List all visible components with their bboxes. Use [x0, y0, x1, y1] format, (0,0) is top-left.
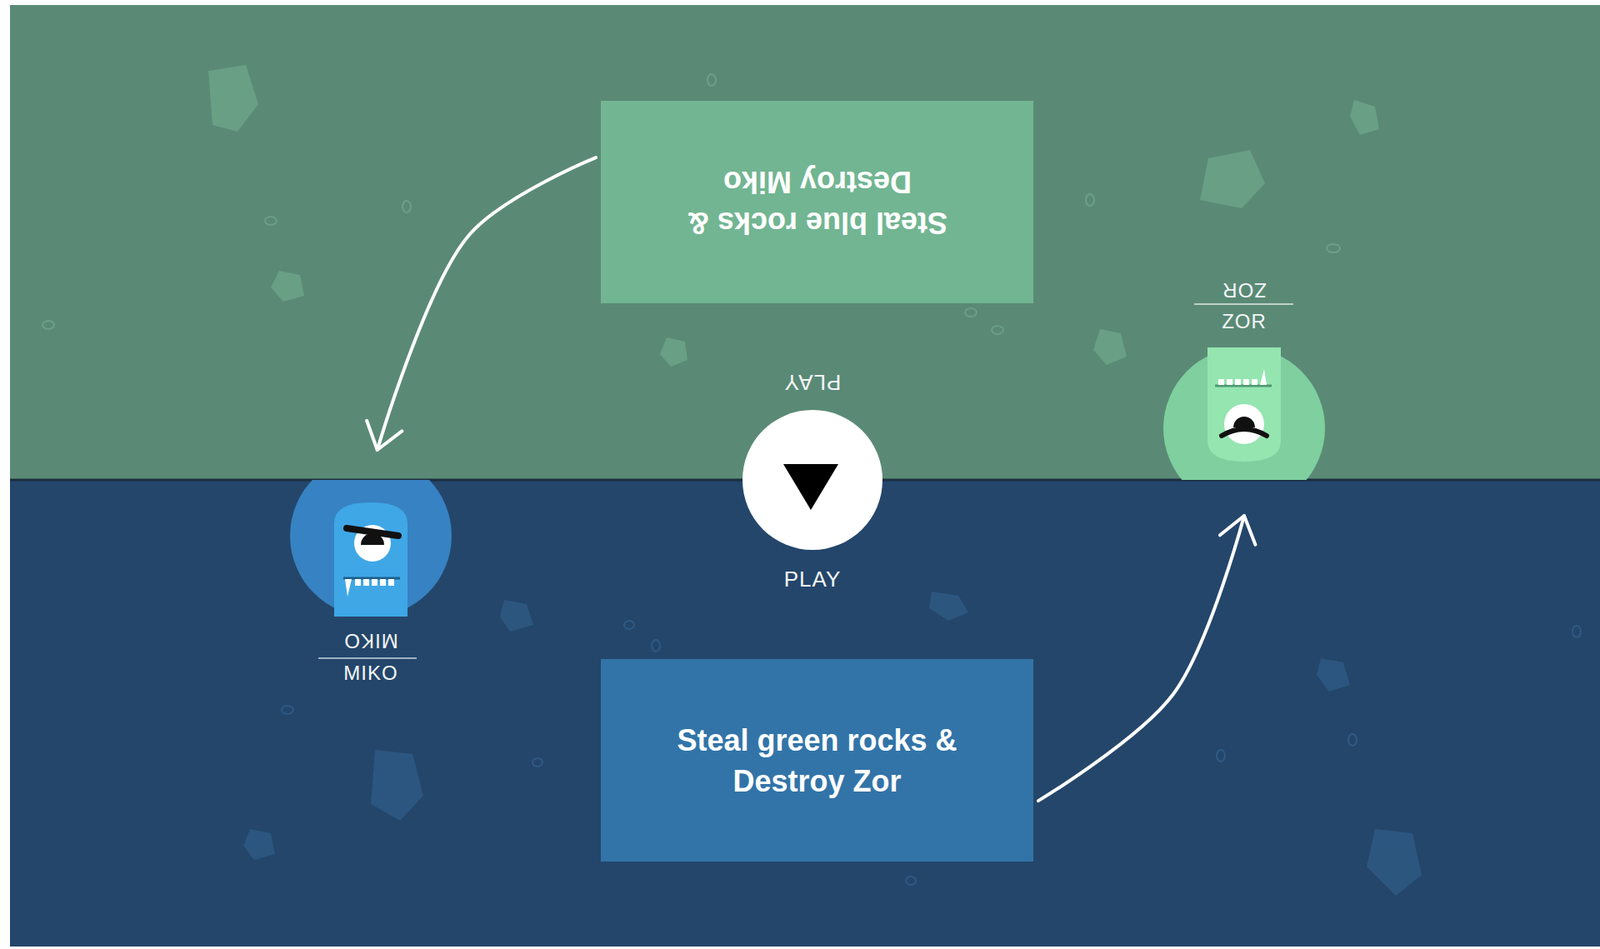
play-triangle — [783, 464, 839, 510]
monster-tooth — [355, 579, 361, 586]
pebble — [905, 876, 916, 885]
avatar-art — [290, 480, 452, 617]
player-name: ZOR — [1221, 278, 1267, 302]
pebble — [402, 200, 411, 213]
monster-tooth — [363, 579, 370, 586]
monster-tooth — [1226, 379, 1233, 385]
rock — [660, 337, 688, 367]
monster-tooth — [371, 579, 378, 586]
monster-tooth — [1243, 379, 1250, 385]
monster-brow — [346, 528, 399, 536]
player-name: ZOR — [1221, 310, 1267, 334]
green-rocks — [208, 65, 1380, 367]
curved-arrow — [377, 157, 596, 450]
rock — [500, 600, 534, 632]
pebble — [281, 705, 294, 715]
rock — [370, 750, 424, 821]
pebble — [532, 758, 543, 767]
player-name: MIKO — [343, 661, 398, 685]
avatar-art — [1163, 347, 1325, 480]
curved-arrow — [1038, 515, 1245, 801]
objective-box: Steal green rocks & Destroy Zor — [600, 659, 1034, 862]
rock — [1093, 329, 1127, 365]
play-button: PLAYPLAY — [742, 410, 883, 550]
label-divider — [1194, 303, 1294, 305]
green-half — [10, 5, 1600, 480]
monster-fang — [345, 579, 352, 597]
pebble — [991, 325, 1004, 335]
pebble — [265, 216, 277, 225]
pebble — [1572, 625, 1581, 638]
monster-tooth — [380, 579, 386, 586]
green-pebbles — [42, 74, 1340, 335]
avatar-circle — [290, 480, 452, 617]
avatar-art — [742, 410, 883, 550]
rock — [1366, 829, 1422, 896]
monster-tooth — [1235, 379, 1241, 385]
player-name: MIKO — [343, 629, 398, 653]
objective-text: Steal blue rocks & Destroy Miko — [634, 161, 1001, 244]
blue-half — [10, 480, 1600, 947]
rock — [243, 829, 275, 860]
zor-monster — [1207, 347, 1281, 462]
pebble — [651, 640, 660, 652]
rock — [208, 65, 259, 132]
pebble — [1326, 244, 1340, 253]
monster-pupil — [1233, 416, 1255, 428]
button-label: PLAY — [784, 369, 842, 395]
player-avatar: MIKOMIKO — [290, 455, 452, 617]
rock — [270, 270, 305, 302]
pebble — [965, 308, 977, 317]
pebble — [1216, 750, 1225, 762]
pebble — [1348, 734, 1357, 746]
circle-shape — [290, 455, 452, 617]
monster-eye — [1224, 404, 1265, 445]
monster-body — [1207, 347, 1281, 462]
objective-box: Steal blue rocks & Destroy Miko — [600, 100, 1034, 304]
circle-shape — [1163, 347, 1325, 510]
monster-fang — [1260, 369, 1267, 385]
pebble — [1085, 194, 1095, 206]
objective-text: Steal green rocks & Destroy Zor — [634, 720, 1001, 802]
blue-rocks — [243, 591, 1422, 896]
rock — [1200, 150, 1265, 209]
monster-lid — [1221, 429, 1267, 436]
monster-tooth — [388, 579, 395, 586]
circle-shape — [742, 410, 883, 550]
monster-body — [334, 502, 408, 617]
rock — [929, 591, 969, 621]
miko-monster — [334, 502, 408, 617]
avatar-circle — [742, 410, 883, 550]
player-avatar: ZORZOR — [1163, 347, 1325, 510]
button-label: PLAY — [784, 566, 842, 593]
pebble — [707, 74, 716, 86]
rock — [1350, 100, 1380, 135]
label-divider — [318, 657, 417, 660]
rock — [1316, 658, 1350, 692]
avatar-circle — [1163, 347, 1325, 480]
blue-pebbles — [281, 620, 1581, 885]
monster-tooth — [1251, 379, 1258, 385]
monster-tooth — [1218, 379, 1225, 385]
pebble — [42, 320, 55, 330]
pebble — [624, 620, 635, 630]
